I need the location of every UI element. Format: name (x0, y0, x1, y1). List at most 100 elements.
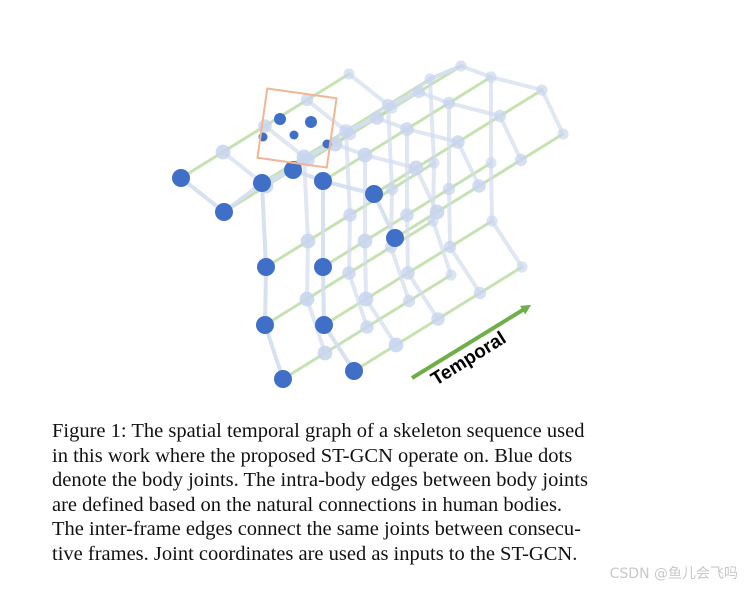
body-joint (408, 160, 424, 176)
body-joint (358, 291, 374, 307)
body-joint (472, 179, 486, 193)
watermark: CSDN @鱼儿会飞吗 (609, 566, 738, 582)
body-joint (431, 312, 445, 326)
intra-body-edge (305, 239, 310, 301)
body-joint (451, 135, 465, 149)
body-joint (445, 269, 457, 281)
body-joint (317, 345, 333, 361)
intra-body-edge (489, 75, 544, 92)
body-joint (342, 266, 356, 280)
body-joint (345, 362, 363, 380)
intra-body-edge (179, 176, 226, 214)
body-joint (536, 84, 548, 96)
intra-body-edge (405, 213, 410, 275)
body-joint (253, 174, 271, 192)
body-joint (429, 204, 445, 220)
intra-body-edge (490, 219, 524, 269)
intra-body-edge (263, 323, 285, 381)
body-joint (402, 294, 416, 308)
body-joint (300, 233, 316, 249)
intra-body-edge (321, 265, 326, 327)
body-joint (215, 203, 233, 221)
body-joint (305, 116, 317, 128)
body-joint (514, 153, 528, 167)
body-joint (485, 71, 497, 83)
caption-line: denote the body joints. The intra-body e… (52, 469, 588, 491)
intra-body-edge (414, 166, 439, 214)
intra-body-edge (489, 161, 494, 223)
st-gcn-graph-diagram: Temporal (172, 60, 569, 390)
caption-line: The inter-frame edges connect the same j… (52, 518, 581, 540)
body-joint (314, 258, 332, 276)
caption-line: in this work where the proposed ST-GCN o… (52, 444, 573, 467)
body-joint (400, 122, 414, 136)
body-joint (442, 96, 456, 110)
intra-body-edge (347, 271, 369, 329)
intra-body-edge (447, 101, 502, 118)
body-joint (357, 147, 373, 163)
figure-caption: Figure 1: The spatial temporal graph of … (52, 419, 650, 566)
body-joint (357, 233, 373, 249)
body-joint (516, 261, 528, 273)
body-joint (343, 68, 355, 80)
caption-line: tive frames. Joint coordinates are used … (52, 542, 578, 565)
body-joint (258, 119, 272, 133)
intra-body-edge (363, 239, 368, 301)
body-joint (289, 130, 299, 140)
body-joint (485, 157, 497, 169)
body-joint (215, 144, 231, 160)
intra-body-edge (406, 271, 440, 321)
body-joint (412, 85, 426, 99)
intra-body-edge (431, 219, 453, 277)
body-joint (274, 113, 286, 125)
body-joint (284, 161, 302, 179)
intra-body-edge (344, 129, 352, 217)
body-joint (299, 291, 315, 307)
body-joint (274, 370, 292, 388)
intra-body-edge (448, 245, 482, 295)
body-joint (300, 93, 314, 107)
intra-body-edge (260, 181, 268, 269)
body-joint (388, 337, 404, 353)
body-joint (401, 266, 415, 280)
body-joint (256, 316, 274, 334)
intra-body-edge (302, 155, 310, 243)
intra-body-edge (363, 153, 418, 170)
body-joint (493, 109, 507, 123)
body-joint (473, 286, 487, 300)
intra-body-edge (405, 127, 460, 144)
intra-body-edge (364, 297, 398, 347)
body-joint (172, 169, 190, 187)
intra-body-edge (322, 323, 356, 373)
body-joint (386, 229, 404, 247)
body-joint (339, 124, 353, 138)
body-joint (400, 208, 414, 222)
body-joint (315, 316, 333, 334)
intra-body-edge (540, 88, 565, 136)
body-joint (424, 73, 436, 85)
body-joint (365, 185, 383, 203)
body-joint (257, 258, 275, 276)
temporal-edges (180, 64, 564, 381)
body-joint (557, 128, 569, 140)
body-joint (442, 182, 456, 196)
body-joint (370, 111, 384, 125)
body-joint (360, 320, 374, 334)
intra-body-edge (428, 77, 436, 165)
temporal-arrow (410, 304, 532, 380)
body-joint (385, 182, 399, 196)
body-joint (314, 172, 332, 190)
caption-line: Figure 1: The spatial temporal graph of … (52, 420, 585, 442)
intra-body-edge (428, 64, 463, 81)
intra-body-edge (498, 114, 523, 162)
intra-body-edge (389, 245, 411, 303)
body-joint (486, 215, 498, 227)
body-joint (343, 208, 357, 222)
intra-body-edge (456, 140, 481, 188)
intra-body-edge (263, 265, 268, 327)
body-joint (443, 240, 457, 254)
intra-body-edge (386, 103, 394, 191)
intra-body-edge (447, 187, 452, 249)
intra-body-edge (347, 213, 352, 275)
body-joint (381, 98, 395, 112)
